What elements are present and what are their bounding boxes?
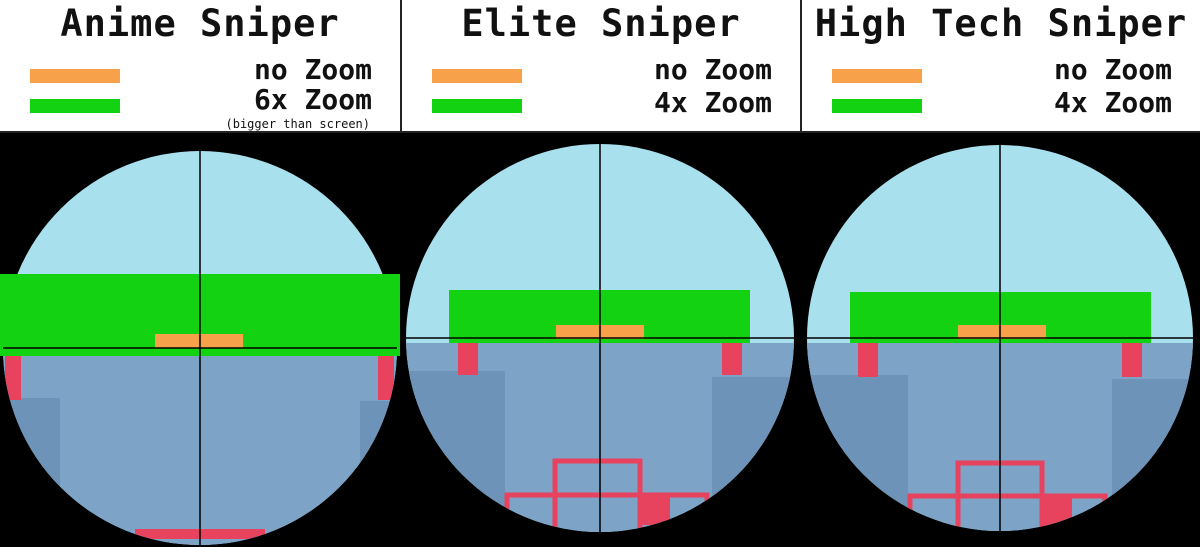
panel-high-tech-sniper: High Tech Sniper no Zoom 4x Zoom [800,0,1200,547]
legend-label-zoom: 4x Zoom [1053,86,1172,119]
panel-title: High Tech Sniper [814,2,1188,45]
orange-target-no-zoom [958,325,1046,339]
legend-label-no-zoom: no Zoom [253,53,372,86]
legend-label-zoom: 6x Zoom [253,83,372,116]
red-block [640,495,670,525]
red-pillar [5,355,21,400]
panel-elite-sniper: Elite Sniper no Zoom 4x Zoom [400,0,800,547]
panel-anime-sniper: Anime Sniper no Zoom 6x Zoom (bigger tha… [0,0,400,547]
panel-title: Elite Sniper [461,2,741,45]
red-pillar [722,343,742,375]
legend-note: (bigger than screen) [225,117,371,131]
orange-bar-icon [30,69,120,83]
green-bar-icon [832,99,922,113]
panel-header: Elite Sniper no Zoom 4x Zoom [400,0,800,133]
legend-label-no-zoom: no Zoom [1053,53,1172,86]
red-pillar [1122,343,1142,377]
scope-view [800,133,1200,547]
panel-title: Anime Sniper [60,2,340,45]
orange-target-no-zoom [155,334,243,348]
scope-view [0,133,400,547]
red-pillar [458,343,478,375]
legend-label-no-zoom: no Zoom [653,53,772,86]
panel-header: High Tech Sniper no Zoom 4x Zoom [800,0,1200,133]
red-pillar [858,343,878,377]
red-pillar [378,355,394,400]
green-bar-icon [432,99,522,113]
orange-bar-icon [432,69,522,83]
scope-view [400,133,800,547]
panel-header: Anime Sniper no Zoom 6x Zoom (bigger tha… [0,0,400,133]
green-bar-icon [30,99,120,113]
orange-bar-icon [832,69,922,83]
legend-label-zoom: 4x Zoom [653,86,772,119]
